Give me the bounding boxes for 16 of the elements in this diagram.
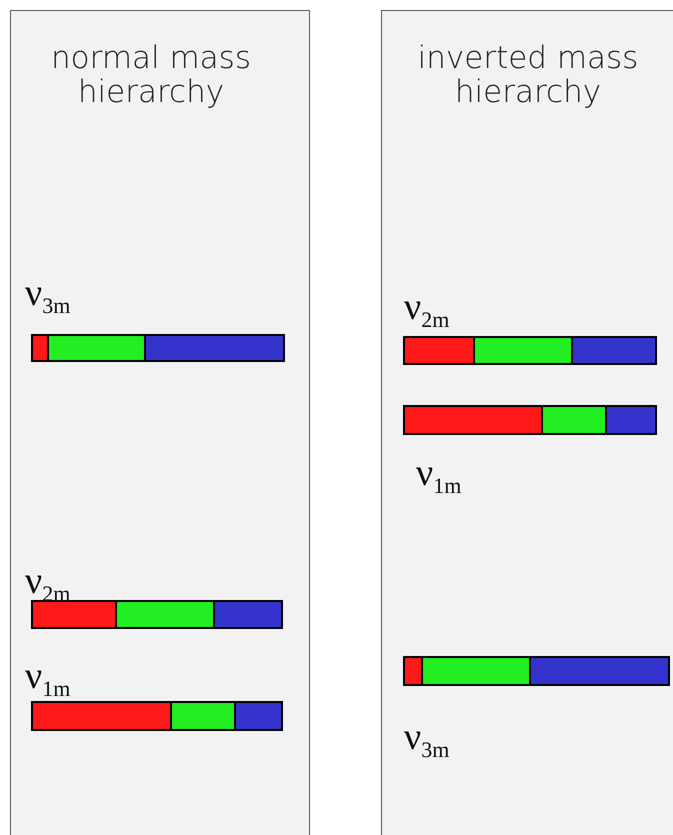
mass-state-label: ν$_{1m}$	[416, 453, 462, 500]
hierarchy-panel	[381, 10, 673, 835]
panel-title: normal mass hierarchy	[50, 41, 252, 109]
mass-state-label: ν$_{1m}$	[25, 656, 70, 703]
stacked-bar	[31, 600, 283, 629]
mass-state-label: ν$_{2m}$	[404, 287, 450, 334]
stacked-bar	[403, 336, 657, 365]
stacked-bar	[31, 701, 283, 731]
panel-title: inverted mass hierarchy	[416, 41, 640, 109]
hierarchy-panel	[10, 10, 310, 835]
stacked-bar	[403, 656, 670, 686]
mass-state-label: ν$_{3m}$	[404, 717, 450, 764]
mass-state-label: ν$_{2m}$	[25, 561, 70, 608]
stacked-bar	[31, 334, 285, 362]
mass-state-label: ν$_{3m}$	[25, 273, 70, 320]
stacked-bar	[403, 405, 657, 435]
